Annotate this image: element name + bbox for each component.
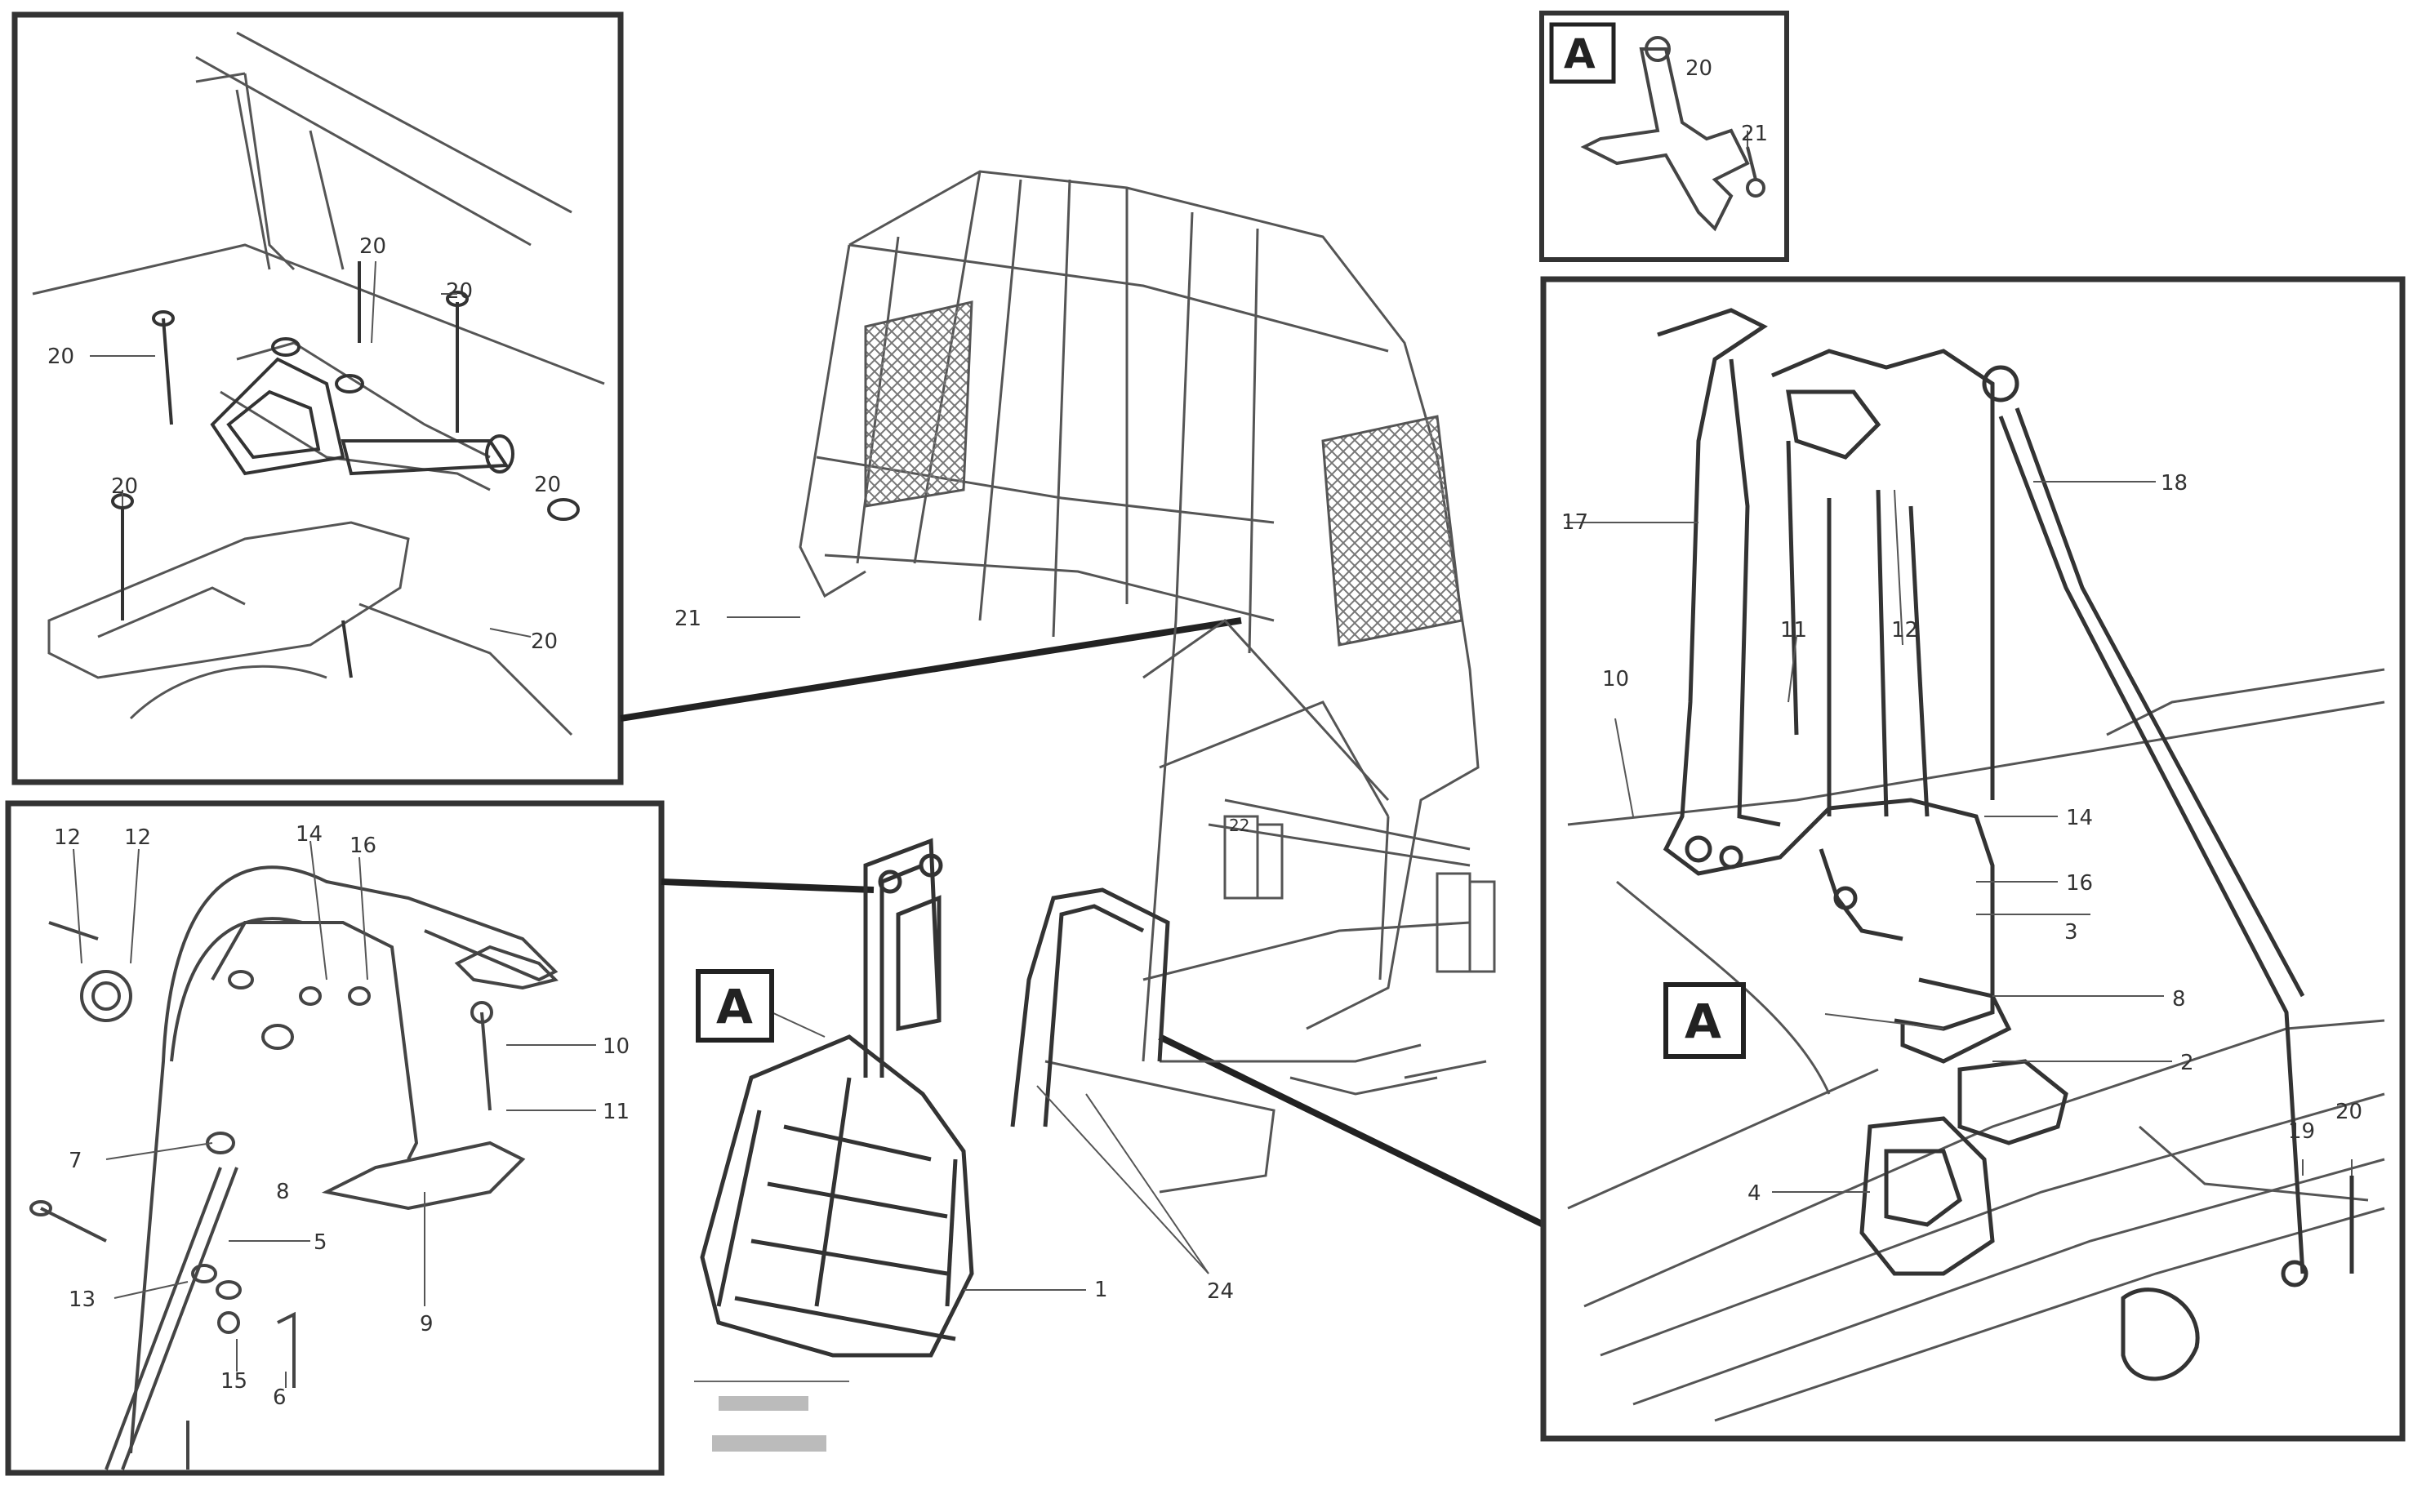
detail-panel-right: A 17 18 11 12 10 14 16 3 8 2 4 19 20 [1540,276,2406,1442]
callout-a-box-inset [1549,22,1616,84]
inset-view-a: A 20 21 [1539,11,1789,262]
label-10: 10 [603,1034,630,1059]
label-20-b: 20 [359,234,386,259]
right-label-19: 19 [2288,1119,2315,1144]
right-label-8: 8 [2172,987,2186,1012]
inset-label-20: 20 [1685,56,1712,81]
detail-panel-top-left: 20 20 20 20 20 20 [11,11,624,785]
label-21: 21 [674,607,701,631]
callout-a-letter-right: A [1685,994,1721,1049]
label-11: 11 [603,1100,630,1124]
label-24: 24 [1207,1279,1234,1304]
right-label-20: 20 [2335,1100,2362,1124]
inset-label-21: 21 [1741,122,1768,146]
label-22: 22 [1229,816,1249,835]
right-label-12: 12 [1891,618,1918,643]
label-15: 15 [220,1369,247,1394]
right-label-18: 18 [2161,471,2188,496]
callout-a-letter-inset: A [1564,30,1596,78]
label-12-b: 12 [124,825,151,850]
callout-a-letter-main: A [716,979,753,1034]
right-label-10: 10 [1602,667,1629,692]
label-20-a: 20 [47,345,74,369]
callout-a-box-main [696,969,774,1043]
label-20-c: 20 [446,279,473,304]
label-12-a: 12 [54,825,81,850]
label-6: 6 [273,1385,287,1410]
label-5: 5 [314,1230,327,1255]
callout-a-box-right [1663,982,1746,1059]
label-20-e: 20 [531,629,558,654]
right-label-16: 16 [2066,871,2093,896]
right-label-4: 4 [1747,1181,1761,1206]
label-8: 8 [276,1180,290,1204]
right-label-11: 11 [1780,618,1807,643]
label-7: 7 [69,1149,82,1173]
label-20-d: 20 [111,474,138,499]
label-13: 13 [69,1287,96,1312]
label-1: 1 [1094,1278,1108,1302]
label-9: 9 [420,1312,434,1336]
label-20-f: 20 [534,473,561,497]
right-label-14: 14 [2066,806,2093,830]
right-label-2: 2 [2180,1051,2194,1075]
main-view: A 21 1 24 [620,170,1545,1452]
right-label-17: 17 [1561,510,1588,535]
label-14: 14 [296,822,323,847]
label-16: 16 [349,834,376,858]
right-label-3: 3 [2064,920,2078,945]
detail-panel-bottom-left: 12 12 14 16 10 11 7 8 5 9 13 15 6 [5,800,665,1476]
